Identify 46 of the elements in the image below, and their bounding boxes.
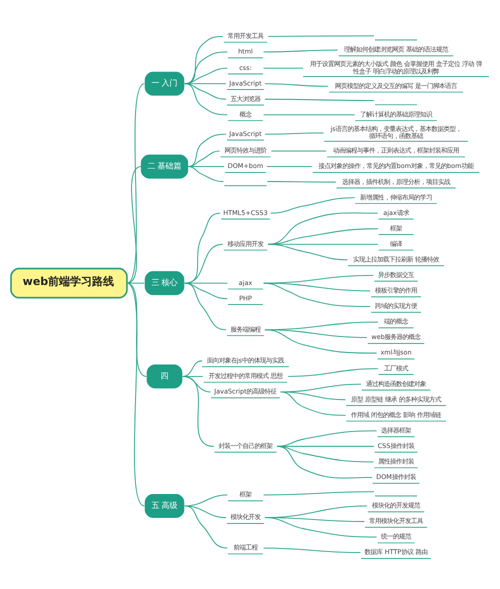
connector <box>184 282 228 300</box>
connector <box>268 228 378 245</box>
connector <box>187 166 225 168</box>
node-line <box>224 185 267 186</box>
connector <box>280 392 346 416</box>
connector <box>184 506 226 518</box>
connector <box>187 134 226 168</box>
connector <box>263 114 356 116</box>
connector <box>263 548 361 554</box>
connector <box>268 212 378 245</box>
connector <box>184 52 228 84</box>
connector <box>266 166 312 168</box>
connector <box>263 282 371 292</box>
connector <box>270 197 356 214</box>
connector <box>264 517 378 538</box>
connector <box>184 282 228 284</box>
node-line <box>374 104 418 106</box>
connector <box>187 166 224 182</box>
connector <box>126 166 142 284</box>
connector <box>264 132 324 135</box>
connector <box>267 181 336 183</box>
connector <box>263 50 338 52</box>
connector <box>288 368 378 377</box>
connector <box>184 83 226 84</box>
connector <box>276 446 373 479</box>
connector <box>264 98 374 101</box>
connector <box>263 68 304 69</box>
connector <box>184 68 228 84</box>
connector <box>264 329 378 354</box>
node-box: web前端学习路线 <box>10 268 128 299</box>
connector <box>270 150 327 152</box>
connector <box>263 282 371 307</box>
connector <box>182 376 214 447</box>
connector <box>184 506 228 548</box>
connector <box>264 83 328 87</box>
connector <box>184 83 228 116</box>
connector <box>268 35 374 37</box>
connector <box>126 282 147 377</box>
connector <box>184 282 226 330</box>
connector <box>126 282 145 284</box>
connector <box>268 244 348 260</box>
connector <box>263 491 374 496</box>
connector <box>126 282 145 506</box>
connector <box>184 83 226 100</box>
connector <box>182 360 203 377</box>
connector <box>126 83 145 284</box>
